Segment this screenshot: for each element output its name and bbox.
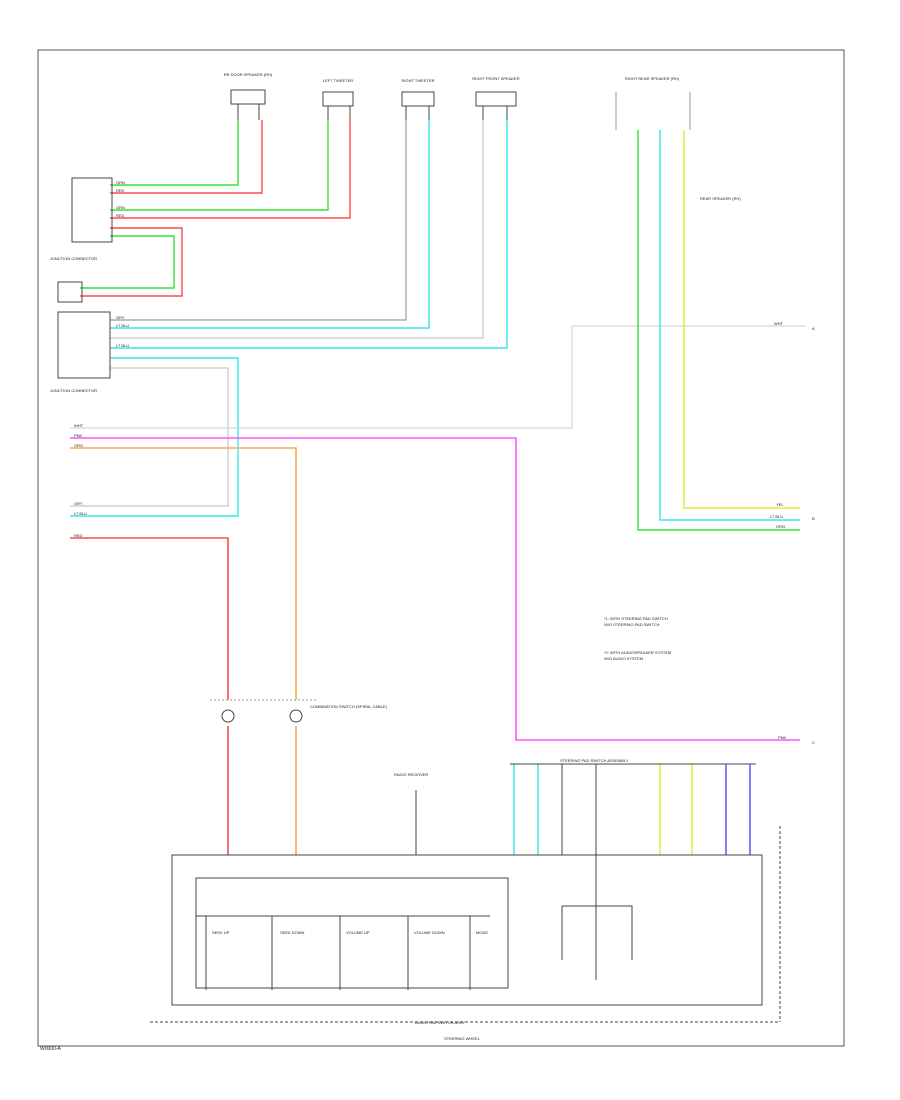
svg-text:GRN: GRN [116, 180, 125, 185]
svg-text:WHT: WHT [74, 423, 84, 428]
audio-assembly-label: AUDIO PAD SWITCH ASSY [415, 1020, 465, 1025]
wire-orange [70, 447, 297, 700]
wire-gray-3 [70, 367, 229, 507]
switch-mode: MODE [469, 916, 488, 990]
svg-text:SEEK UP: SEEK UP [212, 930, 230, 935]
left-tweeter: LEFT TWEETER [322, 78, 354, 120]
steering-pad-label: STEERING PAD SWITCH ASSEMBLY [560, 758, 629, 763]
svg-text:B: B [812, 516, 815, 521]
svg-text:JUNCTION CONNECTOR: JUNCTION CONNECTOR [50, 388, 97, 393]
switch-seek-down: SEEK DOWN [271, 916, 305, 990]
wire-yellow-r [683, 130, 800, 509]
svg-text:GRY: GRY [74, 501, 83, 506]
wire-red-1 [110, 120, 263, 194]
note-1b: W/O STEERING PAD SWITCH [604, 622, 660, 627]
svg-text:ORG: ORG [74, 443, 83, 448]
svg-text:MODE: MODE [476, 930, 488, 935]
svg-text:LEFT TWEETER: LEFT TWEETER [323, 78, 353, 83]
wire-pink [70, 537, 229, 700]
switch-seek-up: SEEK UP [205, 916, 230, 990]
wire-white-1 [70, 325, 806, 429]
switch-volume-down: VOLUME DOWN [407, 916, 445, 990]
svg-text:GRN: GRN [116, 205, 125, 210]
svg-text:RIGHT TWEETER: RIGHT TWEETER [402, 78, 435, 83]
svg-text:GRN: GRN [776, 524, 785, 529]
svg-text:RR DOOR SPEAKER (RH): RR DOOR SPEAKER (RH) [224, 72, 273, 77]
wire-green-1 [110, 120, 239, 186]
wire-red-2 [110, 120, 351, 219]
wire-cyan-1 [110, 120, 430, 329]
left-connector-c [57, 281, 83, 303]
wire-cyan-2 [110, 120, 508, 349]
switch-volume-up: VOLUME UP [339, 916, 370, 990]
svg-text:COMBINATION SWITCH (SPIRAL CAB: COMBINATION SWITCH (SPIRAL CABLE) [310, 704, 388, 709]
wire-red-3 [80, 227, 183, 297]
svg-text:VOLUME DOWN: VOLUME DOWN [414, 930, 445, 935]
svg-text:LT BLU: LT BLU [116, 343, 129, 348]
right-rear-speaker: RIGHT REAR SPEAKER (RH) [615, 76, 691, 130]
svg-text:VOLUME UP: VOLUME UP [346, 930, 370, 935]
wire-gray-2 [110, 120, 484, 339]
svg-text:RIGHT FRONT SPEAKER: RIGHT FRONT SPEAKER [472, 76, 519, 81]
left-connector-b [57, 311, 111, 379]
svg-text:YEL: YEL [776, 502, 784, 507]
svg-text:LT BLU: LT BLU [770, 514, 783, 519]
steering-pad-box [171, 854, 763, 1006]
wire-cyan-r [659, 130, 800, 521]
note-2b: W/O AUDIO SYSTEM [604, 656, 643, 661]
wire-green-2 [110, 120, 329, 211]
svg-text:A: A [812, 326, 815, 331]
svg-text:PNK: PNK [778, 735, 787, 740]
svg-text:RIGHT REAR SPEAKER (RH): RIGHT REAR SPEAKER (RH) [625, 76, 680, 81]
left-connector-a [71, 177, 113, 243]
svg-text:REAR SPEAKER (RH): REAR SPEAKER (RH) [700, 196, 741, 201]
svg-text:PNK: PNK [74, 433, 83, 438]
note-2: *2: WITH AUDIO/SPEAKER SYSTEM [604, 650, 671, 655]
switch-group: SEEK UP SEEK DOWN VOLUME UP VOLUME DOWN … [205, 916, 488, 990]
svg-text:RED: RED [116, 213, 125, 218]
wire-gray-1 [110, 120, 407, 321]
steering-wheel-label: STEERING WHEEL [444, 1036, 481, 1041]
svg-text:WHT: WHT [774, 321, 784, 326]
svg-text:LT BLU: LT BLU [74, 511, 87, 516]
wire-green-r [637, 130, 800, 531]
svg-text:RED: RED [116, 188, 125, 193]
svg-text:JUNCTION CONNECTOR: JUNCTION CONNECTOR [50, 256, 97, 261]
svg-text:RED: RED [74, 533, 83, 538]
wire-cyan-3 [70, 357, 239, 517]
right-front-speaker: RIGHT FRONT SPEAKER [472, 76, 520, 120]
radio-receiver-label: RADIO RECEIVER [394, 772, 428, 777]
rr-speaker: RR DOOR SPEAKER (RH) [224, 72, 273, 120]
note-1: *1: WITH STEERING PAD SWITCH [604, 616, 668, 621]
frame-label: W0000-A [40, 1046, 62, 1052]
svg-text:C: C [812, 740, 815, 745]
wire-magenta [70, 437, 800, 741]
diagram-frame [37, 49, 845, 1047]
switch-inner-box [195, 877, 509, 989]
sub-circuit [562, 905, 633, 960]
svg-text:LT BLU: LT BLU [116, 323, 129, 328]
combination-switch: COMBINATION SWITCH (SPIRAL CABLE) [210, 699, 388, 723]
svg-text:GRY: GRY [116, 315, 125, 320]
wire-green-3 [80, 235, 175, 289]
svg-text:SEEK DOWN: SEEK DOWN [280, 930, 305, 935]
right-tweeter: RIGHT TWEETER [401, 78, 435, 120]
